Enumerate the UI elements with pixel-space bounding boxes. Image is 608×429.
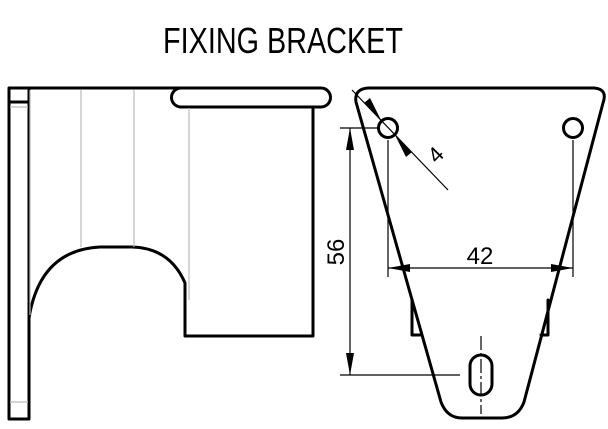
arrow-icon: [346, 353, 354, 375]
arrow-icon: [346, 128, 354, 150]
dimension-42: 42: [387, 140, 574, 277]
side-view: [7, 86, 332, 421]
arrow-icon: [395, 135, 412, 157]
dimension-56-label: 56: [323, 239, 350, 266]
bracket-body-outline: [27, 105, 315, 338]
dimension-4-label: 4: [423, 142, 449, 168]
arrow-icon: [364, 98, 381, 120]
rolled-flange: [170, 86, 332, 109]
mounting-hole-left: [377, 117, 399, 139]
tab-right: [539, 298, 550, 337]
arrow-icon: [551, 264, 573, 272]
back-plate: [7, 86, 31, 421]
front-view: [354, 86, 606, 420]
dimension-56: 56: [323, 127, 460, 376]
tab-left: [410, 298, 422, 337]
mounting-hole-right: [562, 117, 584, 139]
arrow-icon: [388, 264, 410, 272]
bracket-outline: [354, 86, 606, 420]
drawing-title: FIXING BRACKET: [163, 20, 403, 61]
dimension-42-label: 42: [467, 243, 494, 270]
